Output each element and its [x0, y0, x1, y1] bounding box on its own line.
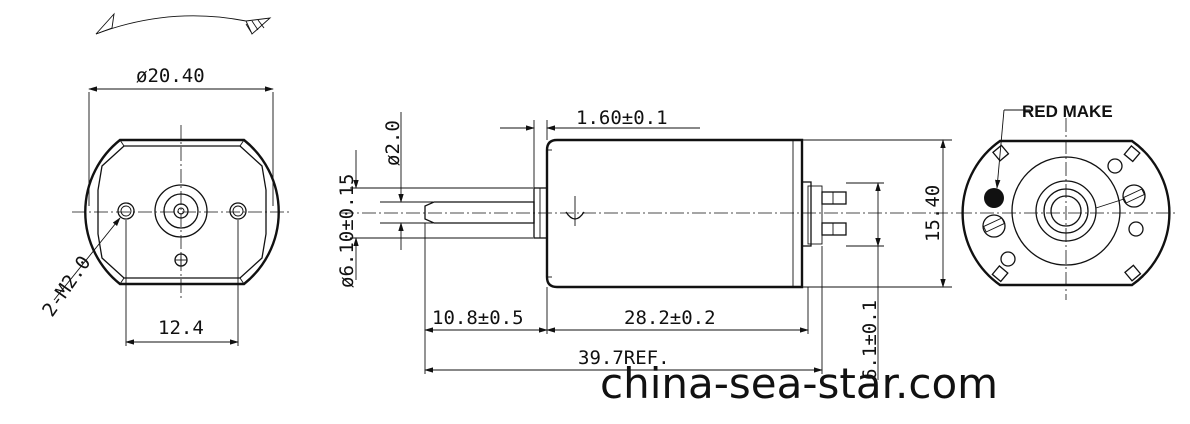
red-marker-label: RED MAKE: [1022, 102, 1113, 121]
terminal-bottom: [821, 222, 847, 236]
rear-cap: [801, 181, 812, 247]
boss-length-label: 1.60±0.1: [576, 107, 668, 129]
shaft: [424, 201, 535, 224]
rear-view: RED MAKE: [958, 102, 1178, 300]
terminal-top: [821, 191, 847, 205]
hole-spacing-label: 12.4: [158, 317, 204, 339]
rotation-arrow-icon: [95, 12, 272, 35]
total-length-label: 39.7REF.: [578, 347, 670, 369]
motor-body: [545, 138, 804, 289]
front-view: ø20.40 2-M2.0 12.4: [38, 65, 290, 346]
body-height-label: 15.40: [922, 185, 944, 242]
body-length-label: 28.2±0.2: [624, 307, 716, 329]
shaft-diameter-label: ø2.0: [382, 120, 404, 166]
red-marker-dot: [984, 188, 1004, 208]
thread-label: 2-M2.0: [38, 252, 95, 321]
boss-diameter-label: ø6.10±0.15: [336, 174, 358, 288]
watermark-text: china-sea-star.com: [600, 359, 998, 408]
mounting-hole-right: [229, 202, 247, 220]
side-view: ø2.0 ø6.10±0.15 1.60±0.1 15.40 10.8±0.5 …: [336, 107, 958, 380]
front-diameter-label: ø20.40: [136, 65, 205, 87]
rear-terminal-left: [982, 214, 1006, 238]
terminal-spacing-label: 6.1±0.1: [859, 300, 881, 380]
shaft-length-label: 10.8±0.5: [432, 307, 524, 329]
mounting-hole-left: [117, 202, 135, 220]
rear-view-outline: [961, 139, 1171, 287]
rear-terminal-right: [1095, 184, 1146, 209]
